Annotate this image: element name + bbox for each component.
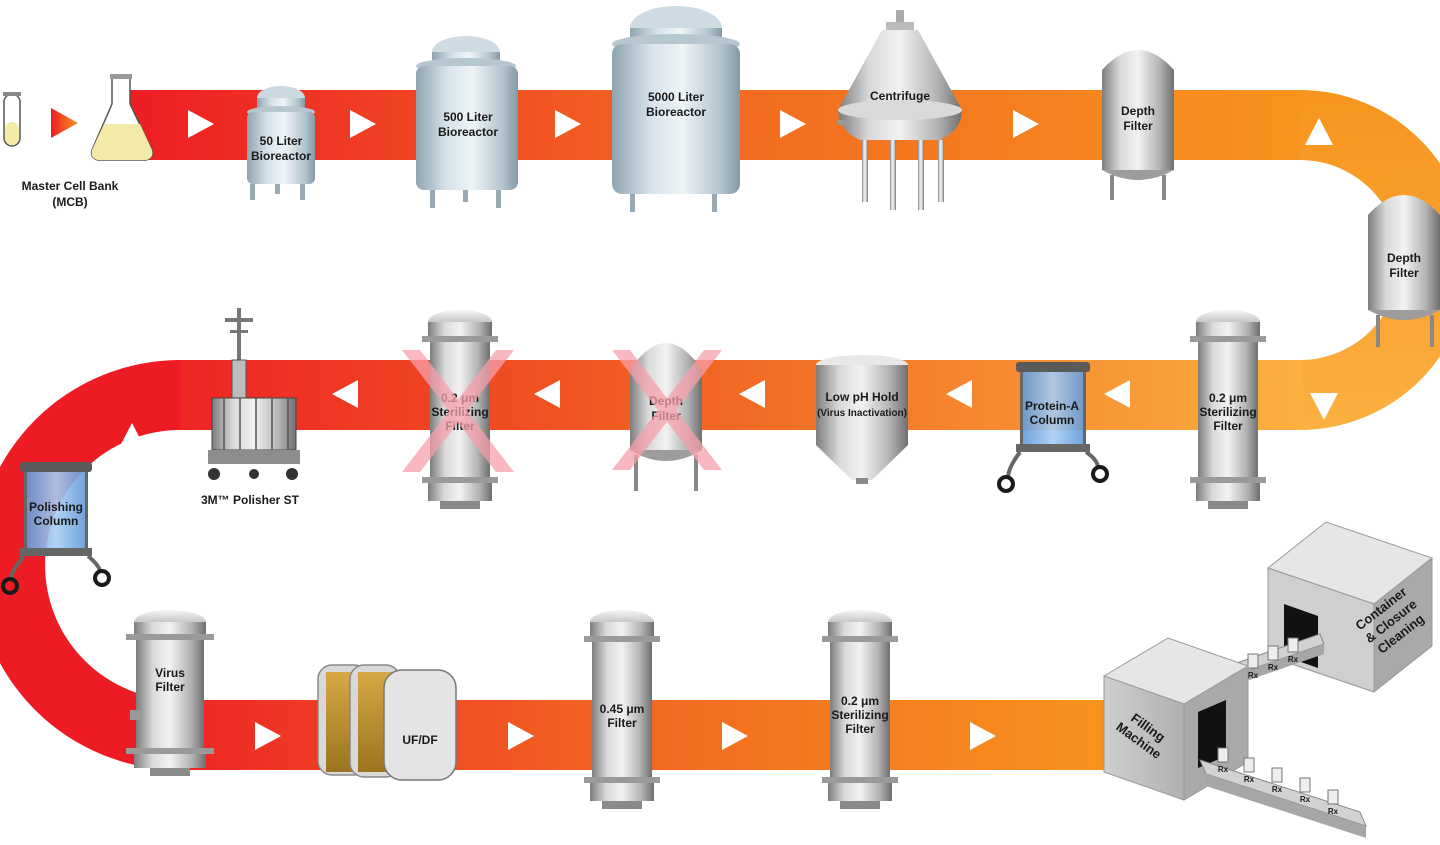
bioreactor-5000l-label-sub: Bioreactor — [646, 105, 706, 119]
vial-rx: Rx — [1328, 807, 1339, 816]
depth-filter-1: Depth Filter — [1102, 50, 1174, 200]
vial-icon: Rx — [1267, 645, 1279, 672]
mcb-label: Master Cell Bank — [22, 179, 119, 193]
crossed-out-mark — [402, 350, 514, 472]
vial-icon: Rx — [1271, 767, 1283, 794]
flow-arrow-right — [722, 722, 748, 750]
protein-a-label: Protein-A — [1025, 399, 1079, 413]
bioreactor-5000l-label: 5000 Liter — [648, 90, 704, 104]
vial-icon: Rx — [1247, 653, 1259, 680]
filter-045um-size: 0.45 μm — [600, 702, 645, 716]
vial-icon: Rx — [1243, 757, 1255, 784]
polisher-st: 3M™ Polisher ST — [201, 308, 300, 507]
bioreactor-50l-label-sub: Bioreactor — [251, 149, 311, 163]
sterilizing-filter-3-label-sub: Filter — [845, 722, 875, 736]
vial-icon: Rx — [1217, 747, 1229, 774]
flow-arrow-left — [332, 380, 358, 408]
container-cleaning-machine: Container & Closure Cleaning — [1266, 521, 1434, 694]
flow-arrow-right — [350, 110, 376, 138]
bioreactor-500l: 500 Liter Bioreactor — [416, 36, 518, 208]
flow-arrow-left — [739, 380, 765, 408]
vial-rx: Rx — [1244, 775, 1255, 784]
flow-arrow-up — [70, 606, 98, 633]
polisher-label: 3M™ Polisher ST — [201, 493, 300, 507]
polishing-column-label-sub: Column — [34, 514, 79, 528]
filter-045um-label: Filter — [607, 716, 637, 730]
conveyor-upper: Rx Rx Rx — [1227, 633, 1325, 686]
depth-filter-2-label: Depth — [1387, 251, 1421, 265]
conveyor-lower: Rx Rx Rx Rx Rx — [1199, 747, 1367, 838]
depth-filter-2: Depth Filter — [1368, 195, 1440, 347]
centrifuge: Centrifuge — [838, 10, 962, 210]
polishing-column-label: Polishing — [29, 500, 83, 514]
flow-arrows — [70, 110, 1338, 750]
protein-a-column: Protein-A Column — [997, 362, 1109, 493]
vial-icon: Rx — [1327, 789, 1339, 816]
sterilizing-filter-1-size: 0.2 μm — [1209, 391, 1247, 405]
bioreactor-5000l: 5000 Liter Bioreactor — [612, 6, 740, 212]
vial-rx: Rx — [1288, 655, 1299, 664]
flow-arrow-right — [1013, 110, 1039, 138]
flow-arrow-left — [946, 380, 972, 408]
depth-filter-1-label-sub: Filter — [1123, 119, 1153, 133]
low-ph-hold-label-sub: (Virus Inactivation) — [817, 408, 907, 419]
filter-045um: 0.45 μm Filter — [584, 610, 660, 809]
flow-arrow-right — [555, 110, 581, 138]
band-right-bend — [1300, 90, 1440, 430]
filling-machine: Filling Machine — [1102, 637, 1250, 801]
depth-filter-3: Depth Filter — [612, 343, 722, 491]
vial-rx: Rx — [1268, 663, 1279, 672]
vial-rx: Rx — [1248, 671, 1259, 680]
flow-arrow-right — [188, 110, 214, 138]
polishing-column: Polishing Column — [1, 462, 111, 595]
sterilizing-filter-2: 0.2 μm Sterilizing Filter — [402, 310, 514, 509]
low-ph-hold-label: Low pH Hold — [825, 390, 898, 404]
virus-filter-label: Virus — [155, 666, 185, 680]
ufdf-unit: UF/DF — [317, 664, 457, 781]
virus-filter: Virus Filter — [126, 610, 214, 776]
low-ph-hold-tank: Low pH Hold (Virus Inactivation) — [816, 355, 908, 484]
master-cell-bank: Master Cell Bank (MCB) — [3, 74, 154, 209]
flow-arrow-down — [1305, 118, 1333, 145]
flask-icon — [90, 74, 154, 161]
sterilizing-filter-3-label: Sterilizing — [831, 708, 888, 722]
depth-filter-1-label: Depth — [1121, 104, 1155, 118]
mcb-label-sub: (MCB) — [52, 195, 87, 209]
bioreactor-500l-label-sub: Bioreactor — [438, 125, 498, 139]
depth-filter-2-label-sub: Filter — [1389, 266, 1419, 280]
vial-icon: Rx — [1299, 777, 1311, 804]
protein-a-label-sub: Column — [1030, 413, 1075, 427]
virus-filter-label-sub: Filter — [155, 680, 185, 694]
vial-rx: Rx — [1218, 765, 1229, 774]
flow-arrow-up — [118, 423, 146, 450]
bioreactor-50l-label: 50 Liter — [260, 134, 303, 148]
flow-arrow-right — [508, 722, 534, 750]
centrifuge-label: Centrifuge — [870, 89, 930, 103]
bioreactor-500l-label: 500 Liter — [443, 110, 493, 124]
flow-arrow-left — [1104, 380, 1130, 408]
sterilizing-filter-1: 0.2 μm Sterilizing Filter — [1190, 310, 1266, 509]
flow-arrow-right — [970, 722, 996, 750]
ufdf-label: UF/DF — [402, 733, 437, 747]
flow-arrow-right — [255, 722, 281, 750]
mcb-arrow-icon — [51, 108, 78, 138]
flow-arrow-left — [534, 380, 560, 408]
vial-rx: Rx — [1300, 795, 1311, 804]
sterilizing-filter-3-size: 0.2 μm — [841, 694, 879, 708]
sterilizing-filter-1-label: Sterilizing — [1199, 405, 1256, 419]
bioreactor-50l: 50 Liter Bioreactor — [247, 86, 315, 200]
flow-arrow-right — [780, 110, 806, 138]
crossed-out-mark — [612, 350, 722, 470]
sterilizing-filter-3: 0.2 μm Sterilizing Filter — [822, 610, 898, 809]
vial-rx: Rx — [1272, 785, 1283, 794]
vial-icon: Rx — [1287, 637, 1299, 664]
flow-arrow-left — [1310, 393, 1338, 420]
sterilizing-filter-1-label-sub: Filter — [1213, 419, 1243, 433]
test-tube-icon — [3, 92, 21, 147]
